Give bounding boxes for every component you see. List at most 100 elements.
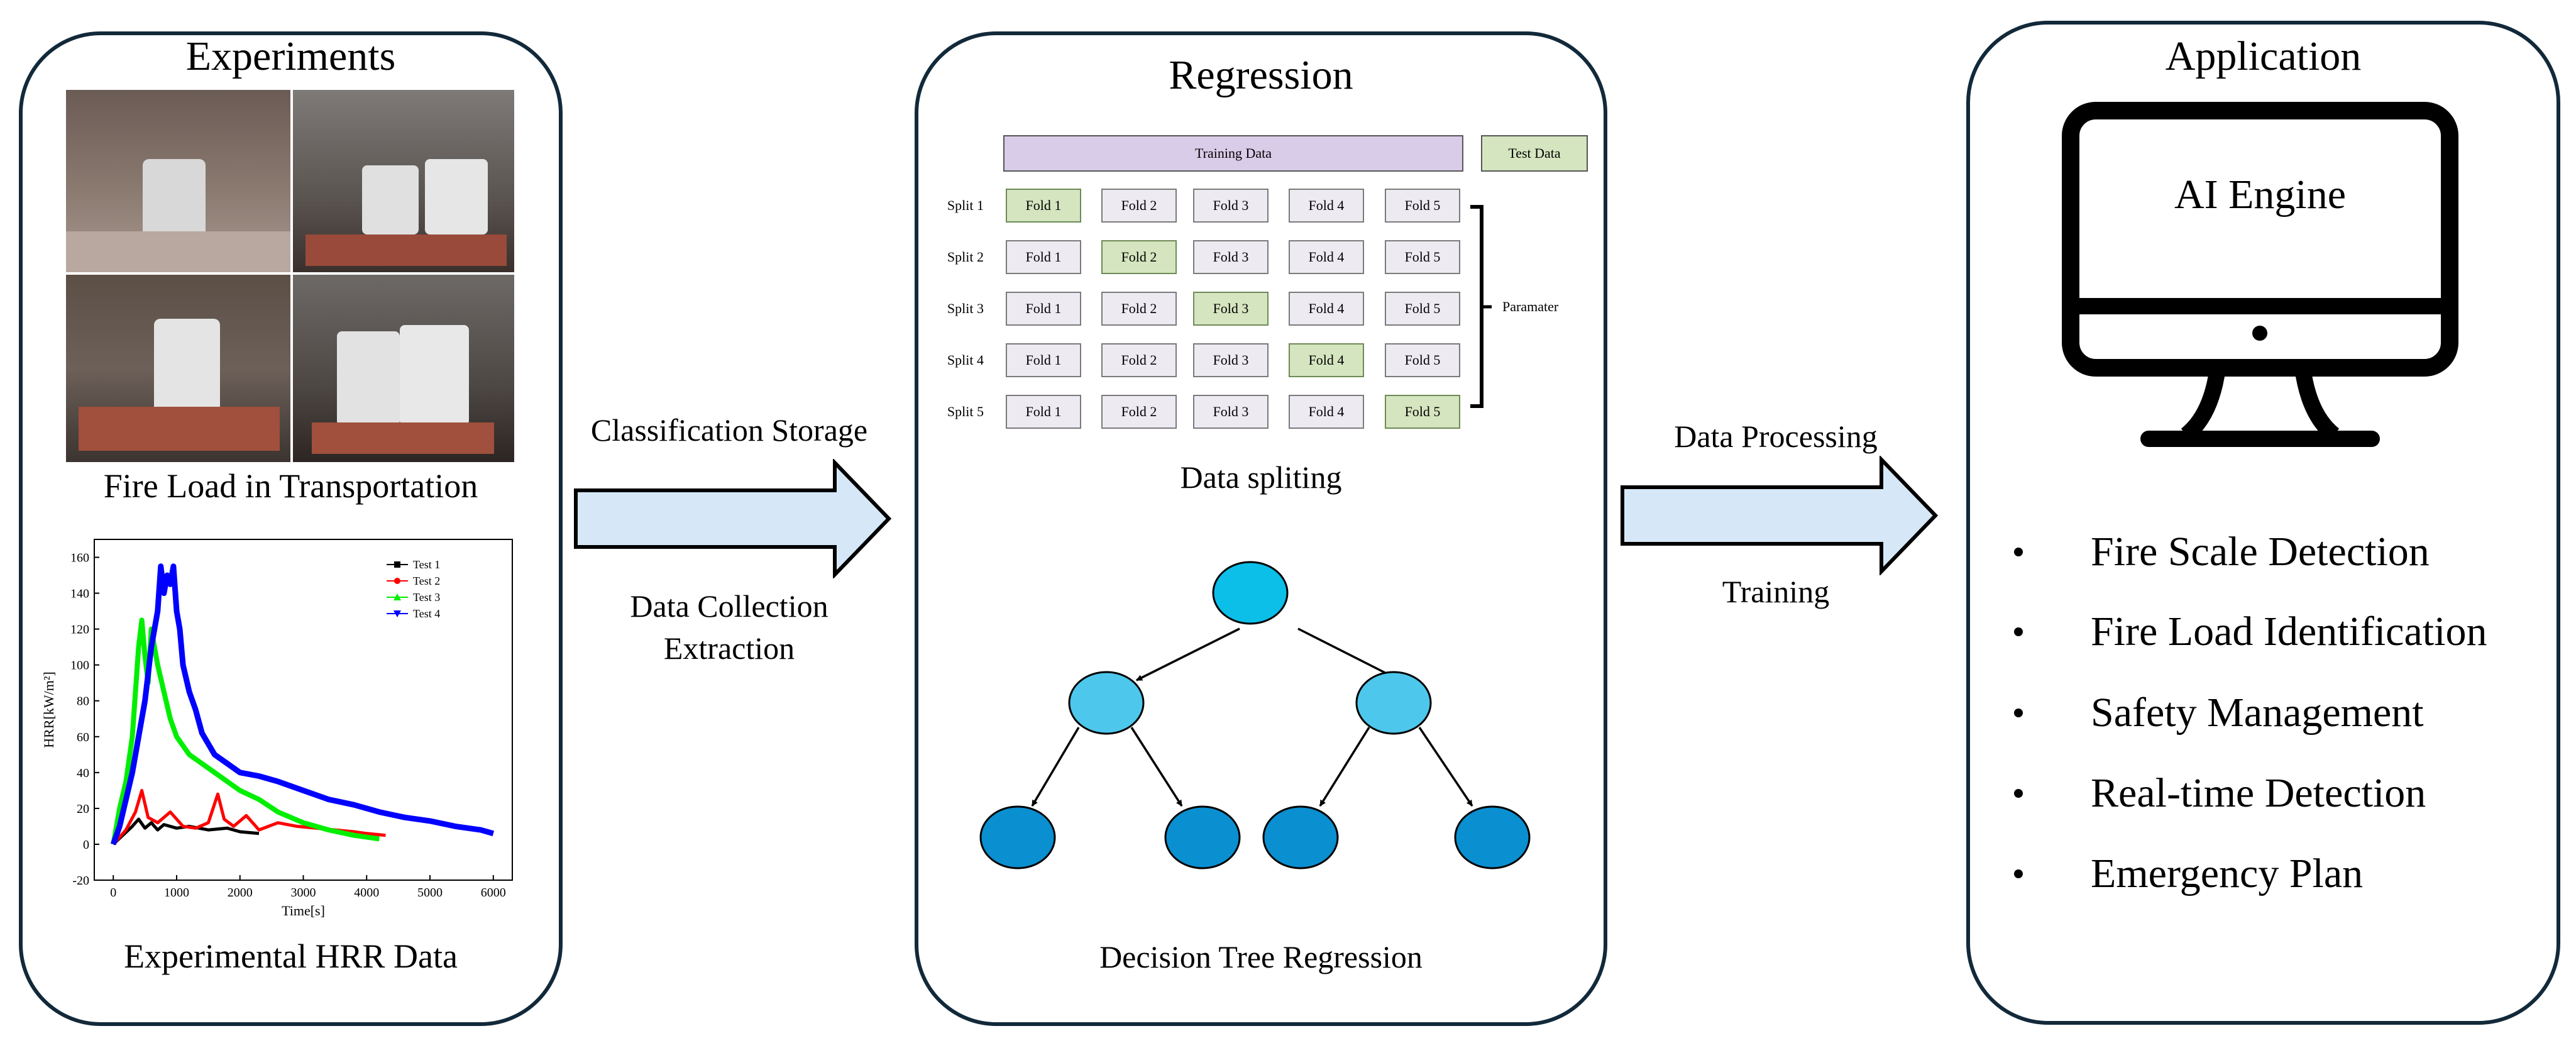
photo-top-left (66, 90, 290, 272)
series-line (110, 563, 495, 846)
ai-engine-label: AI Engine (2174, 172, 2347, 218)
fold-cell: Fold 1 (1006, 395, 1081, 429)
tree-leaf-node-3 (1262, 805, 1339, 869)
bullet-icon (2014, 869, 2023, 878)
tree-mid-node-left (1068, 671, 1145, 735)
application-item-1: Fire Scale Detection (2009, 528, 2430, 576)
fold-cell: Fold 5 (1385, 343, 1460, 377)
arrow2-bottom-label: Training (1722, 574, 1830, 609)
y-axis-label: HRR[kW/m²] (41, 671, 57, 747)
x-axis-label: Time[s] (282, 903, 325, 918)
x-tick-label: 1000 (164, 886, 189, 900)
fold-cell-test: Fold 4 (1289, 343, 1364, 377)
x-tick-label: 6000 (481, 886, 506, 900)
fold-cell: Fold 2 (1101, 189, 1177, 223)
param-label: Paramater (1502, 299, 1559, 314)
fold-cell: Fold 2 (1101, 343, 1177, 377)
test-data-bar: Test Data (1481, 135, 1588, 172)
arrow1-bottom-label-1: Data Collection (630, 588, 828, 624)
monitor-icon (2062, 102, 2458, 447)
arrow2-top-label: Data Processing (1674, 419, 1878, 454)
fold-cell: Fold 5 (1385, 240, 1460, 274)
tree-leaf-node-2 (1164, 805, 1241, 869)
bullet-icon (2014, 709, 2023, 717)
y-tick-label: -20 (72, 874, 89, 888)
x-tick-label: 2000 (228, 886, 253, 900)
y-tick-label: 120 (70, 623, 89, 637)
application-item-5: Emergency Plan (2009, 850, 2363, 898)
legend-marker (394, 593, 401, 600)
fold-cell-test: Fold 1 (1006, 189, 1081, 223)
y-tick-label: 80 (77, 695, 89, 709)
fold-cell: Fold 5 (1385, 189, 1460, 223)
y-tick-label: 20 (77, 802, 89, 816)
tree-leaf-node-4 (1454, 805, 1531, 869)
series-line (112, 817, 260, 846)
data-splitting-caption: Data spliting (1180, 460, 1342, 495)
application-title: Application (2165, 33, 2362, 79)
series-line (111, 617, 380, 845)
fold-cell: Fold 3 (1193, 240, 1269, 274)
legend-label: Test 2 (413, 575, 440, 587)
arrow2 (1621, 456, 1939, 575)
arrow1-top-label: Classification Storage (590, 412, 868, 448)
tree-leaf-node-1 (979, 805, 1056, 869)
fold-cell-test: Fold 5 (1385, 395, 1460, 429)
fold-cell-test: Fold 2 (1101, 240, 1177, 274)
fold-cell: Fold 4 (1289, 240, 1364, 274)
split-label: Split 5 (947, 404, 984, 419)
x-tick-label: 4000 (354, 886, 379, 900)
fold-cell-test: Fold 3 (1193, 292, 1269, 326)
y-tick-label: 60 (77, 731, 89, 744)
y-tick-label: 100 (70, 659, 89, 673)
param-bracket (1470, 205, 1492, 408)
y-tick-label: 160 (70, 551, 89, 565)
legend-label: Test 4 (413, 607, 440, 620)
split-label: Split 2 (947, 249, 984, 265)
legend-label: Test 1 (413, 558, 440, 571)
bullet-icon (2014, 789, 2023, 798)
legend-marker (394, 610, 401, 617)
bullet-icon (2014, 627, 2023, 636)
y-tick-label: 40 (77, 766, 89, 780)
fold-cell: Fold 3 (1193, 189, 1269, 223)
split-label: Split 1 (947, 197, 984, 213)
application-item-3: Safety Management (2009, 689, 2424, 737)
fold-cell: Fold 3 (1193, 343, 1269, 377)
fold-cell: Fold 1 (1006, 292, 1081, 326)
application-item-2: Fire Load Identification (2009, 608, 2487, 656)
photo-caption: Fire Load in Transportation (103, 467, 478, 505)
photo-bottom-left (66, 275, 290, 462)
legend-marker (394, 561, 400, 568)
series-line (112, 788, 386, 846)
split-label: Split 3 (947, 301, 984, 316)
fold-cell: Fold 5 (1385, 292, 1460, 326)
fold-cell: Fold 4 (1289, 395, 1364, 429)
x-tick-label: 5000 (417, 886, 443, 900)
fold-cell: Fold 1 (1006, 240, 1081, 274)
y-tick-label: 140 (70, 587, 89, 601)
bullet-icon (2014, 548, 2023, 556)
fold-cell: Fold 3 (1193, 395, 1269, 429)
x-tick-label: 0 (110, 886, 116, 900)
fold-cell: Fold 4 (1289, 292, 1364, 326)
photo-bottom-right (293, 275, 514, 462)
tree-caption: Decision Tree Regression (1099, 939, 1423, 974)
chart-caption: Experimental HRR Data (124, 937, 458, 975)
decision-tree (979, 561, 1531, 869)
photo-top-right (293, 90, 514, 272)
experiments-title: Experiments (185, 33, 396, 79)
y-tick-label: 0 (83, 838, 89, 852)
training-data-bar: Training Data (1003, 135, 1463, 172)
arrow1-bottom-label-2: Extraction (663, 631, 795, 666)
fold-cell: Fold 2 (1101, 292, 1177, 326)
fold-cell: Fold 1 (1006, 343, 1081, 377)
regression-title: Regression (1169, 52, 1353, 98)
tree-root-node (1212, 561, 1289, 625)
legend-marker (394, 578, 400, 584)
legend-label: Test 3 (413, 591, 440, 604)
split-label: Split 4 (947, 352, 984, 368)
fold-cell: Fold 2 (1101, 395, 1177, 429)
application-item-4: Real-time Detection (2009, 769, 2426, 817)
